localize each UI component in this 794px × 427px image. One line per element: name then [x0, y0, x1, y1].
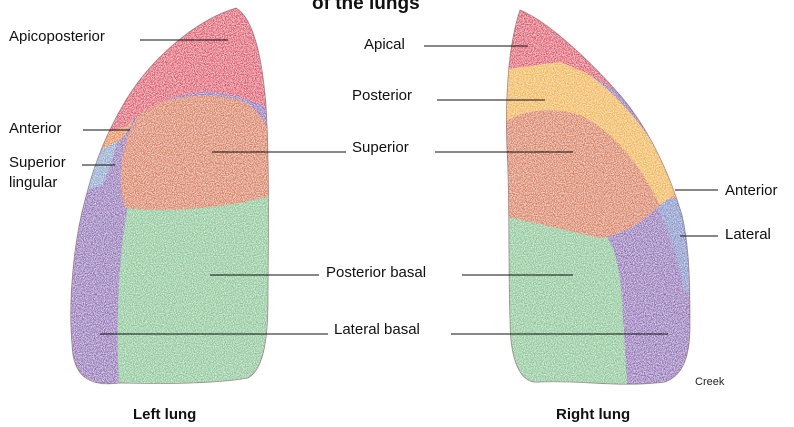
caption-left-lung: Left lung: [133, 406, 196, 423]
artist-credit: Creek: [695, 376, 724, 388]
right-lung: [500, 0, 700, 400]
label-apical: Apical: [364, 36, 405, 54]
label-lateral-basal: Lateral basal: [334, 321, 420, 339]
left-superior-segment: [121, 96, 275, 210]
left-posterior-basal-segment: [118, 195, 280, 400]
caption-right-lung: Right lung: [556, 406, 630, 423]
label-right-anterior: Anterior: [725, 182, 778, 200]
left-lung: [60, 0, 280, 400]
figure-title-fragment: of the lungs: [312, 0, 420, 15]
label-superior-lingular-line2: lingular: [9, 174, 57, 192]
label-posterior-basal: Posterior basal: [326, 264, 426, 282]
label-apicoposterior: Apicoposterior: [9, 28, 105, 46]
label-left-anterior: Anterior: [9, 120, 62, 138]
label-superior-lingular-line1: Superior: [9, 154, 66, 172]
label-right-lateral: Lateral: [725, 226, 771, 244]
label-right-posterior: Posterior: [352, 87, 412, 105]
label-superior: Superior: [352, 139, 409, 157]
